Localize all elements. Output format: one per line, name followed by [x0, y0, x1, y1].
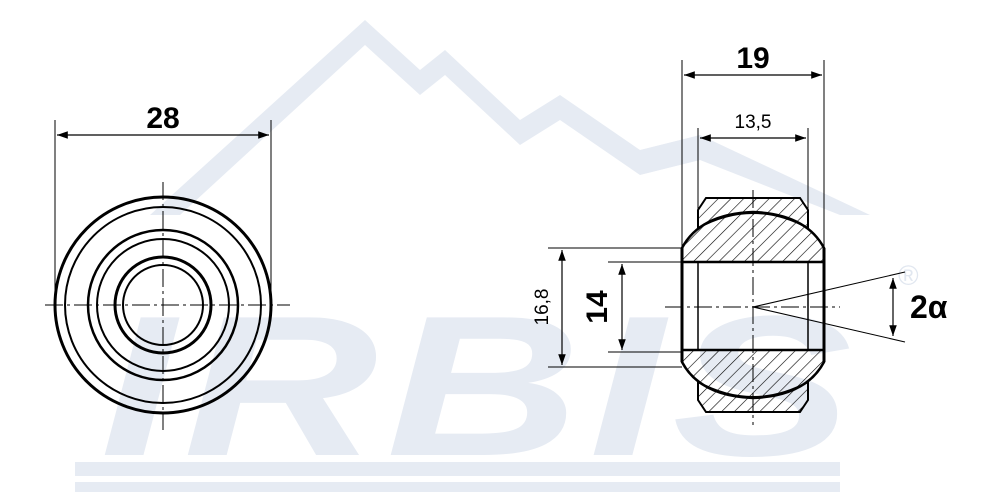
section-view — [548, 60, 906, 425]
registered-mark: ® — [898, 260, 919, 291]
dim-label-angle: 2α — [910, 289, 948, 325]
dim-label-outer-diameter: 28 — [146, 102, 179, 135]
angle-line-lower — [752, 306, 906, 343]
dim-label-inner-ring-width: 13,5 — [735, 112, 772, 133]
mountain-logo — [150, 20, 870, 215]
watermark-underline-2 — [75, 482, 840, 492]
dim-label-bore-diameter: 14 — [581, 290, 614, 324]
dim-label-width: 19 — [736, 42, 769, 75]
watermark-underline — [75, 462, 840, 476]
angle-line-upper — [752, 271, 906, 308]
front-view — [45, 120, 290, 430]
dim-label-ball-diameter: 16,8 — [532, 289, 553, 326]
